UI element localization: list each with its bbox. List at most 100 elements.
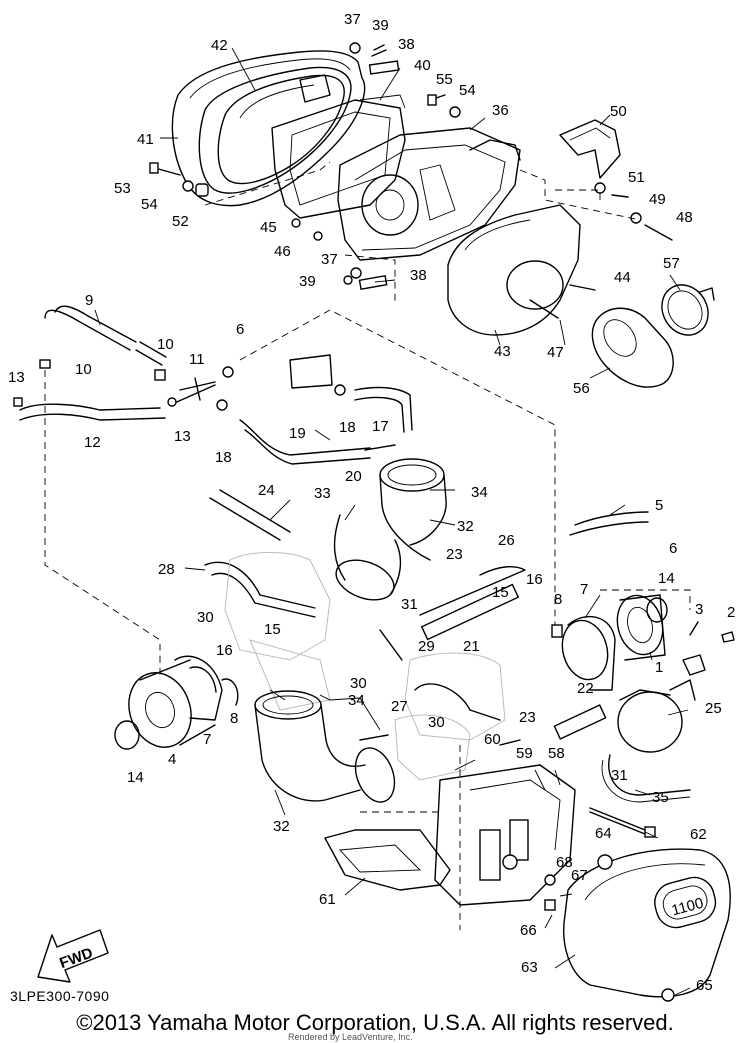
callout-label: 55 bbox=[436, 71, 453, 88]
joint-56-57 bbox=[591, 284, 715, 388]
callout-label: 15 bbox=[492, 584, 509, 601]
callout-label: 13 bbox=[8, 369, 25, 386]
callout-label: 66 bbox=[520, 922, 537, 939]
callout-label: 54 bbox=[141, 196, 158, 213]
air-cleaner-case-36 bbox=[337, 127, 521, 261]
callout-label: 27 bbox=[391, 698, 408, 715]
callout-label: 10 bbox=[157, 336, 174, 353]
callout-label: 10 bbox=[75, 361, 92, 378]
callout-label: 43 bbox=[494, 343, 511, 360]
callout-label: 32 bbox=[457, 518, 474, 535]
callout-label: 52 bbox=[172, 213, 189, 230]
callout-label: 14 bbox=[127, 769, 144, 786]
sensor-25 bbox=[601, 654, 706, 803]
top-hardware bbox=[149, 42, 673, 319]
callout-label: 34 bbox=[348, 692, 365, 709]
callout-label: 15 bbox=[264, 621, 281, 638]
callout-label: 50 bbox=[610, 103, 627, 120]
callout-label: 5 bbox=[655, 497, 663, 514]
callout-label: 47 bbox=[547, 344, 564, 361]
callout-label: 22 bbox=[577, 680, 594, 697]
catalog-code: 3LPE300-7090 bbox=[10, 988, 110, 1004]
callout-label: 58 bbox=[548, 745, 565, 762]
renderer-credit: Rendered by LeadVenture, Inc. bbox=[288, 1032, 413, 1042]
carburetor-ghost bbox=[224, 552, 506, 781]
callout-label: 8 bbox=[554, 591, 562, 608]
callout-label: 25 bbox=[705, 700, 722, 717]
callout-label: 26 bbox=[498, 532, 515, 549]
callout-label: 7 bbox=[203, 731, 211, 748]
callout-label: 63 bbox=[521, 959, 538, 976]
callout-label: 37 bbox=[321, 251, 338, 268]
callout-label: 62 bbox=[690, 826, 707, 843]
callout-label: 18 bbox=[215, 449, 232, 466]
callout-label: 32 bbox=[273, 818, 290, 835]
case-cover-43 bbox=[447, 204, 581, 336]
callout-label: 64 bbox=[595, 825, 612, 842]
callout-label: 1 bbox=[655, 659, 663, 676]
callout-label: 14 bbox=[658, 570, 675, 587]
callout-label: 28 bbox=[158, 561, 175, 578]
callout-label: 7 bbox=[580, 581, 588, 598]
callout-label: 53 bbox=[114, 180, 131, 197]
callout-label: 16 bbox=[216, 642, 233, 659]
callout-label: 6 bbox=[669, 540, 677, 557]
callout-label: 46 bbox=[274, 243, 291, 260]
callout-label: 44 bbox=[614, 269, 631, 286]
bracket-50 bbox=[559, 119, 621, 179]
callout-label: 31 bbox=[611, 767, 628, 784]
callout-label: 13 bbox=[174, 428, 191, 445]
callout-numbers: 37 39 38 42 40 55 54 36 50 41 53 54 52 4… bbox=[8, 11, 735, 994]
callout-label: 38 bbox=[398, 36, 415, 53]
intake-joint-lower-32 bbox=[254, 690, 396, 803]
callout-label: 59 bbox=[516, 745, 533, 762]
carb-joint-right bbox=[551, 594, 735, 691]
callout-label: 54 bbox=[459, 82, 476, 99]
callout-label: 38 bbox=[410, 267, 427, 284]
callout-label: 8 bbox=[230, 710, 238, 727]
callout-label: 30 bbox=[350, 675, 367, 692]
callout-label: 51 bbox=[628, 169, 645, 186]
callout-label: 6 bbox=[236, 321, 244, 338]
callout-label: 23 bbox=[446, 546, 463, 563]
callout-label: 37 bbox=[344, 11, 361, 28]
callout-label: 9 bbox=[85, 292, 93, 309]
callout-label: 49 bbox=[649, 191, 666, 208]
hoses bbox=[13, 305, 649, 721]
callout-label: 12 bbox=[84, 434, 101, 451]
cover-badge: 1100 bbox=[670, 895, 706, 920]
callout-label: 29 bbox=[418, 638, 435, 655]
callout-label: 30 bbox=[428, 714, 445, 731]
reference-lines bbox=[44, 161, 691, 930]
callout-label: 24 bbox=[258, 482, 275, 499]
long-bolts bbox=[379, 583, 656, 838]
callout-label: 57 bbox=[663, 255, 680, 272]
callout-label: 3 bbox=[695, 601, 703, 618]
callout-label: 65 bbox=[696, 977, 713, 994]
callout-label: 41 bbox=[137, 131, 154, 148]
callout-label: 68 bbox=[556, 854, 573, 871]
bracket-61 bbox=[324, 829, 451, 891]
copyright-notice: ©2013 Yamaha Motor Corporation, U.S.A. A… bbox=[76, 1010, 674, 1035]
callout-label: 20 bbox=[345, 468, 362, 485]
callout-label: 2 bbox=[727, 604, 735, 621]
leader-lines bbox=[94, 47, 691, 996]
callout-label: 61 bbox=[319, 891, 336, 908]
fwd-label: FWD bbox=[57, 944, 95, 972]
callout-label: 17 bbox=[372, 418, 389, 435]
callout-label: 21 bbox=[463, 638, 480, 655]
fwd-arrow-icon: FWD bbox=[37, 929, 109, 983]
callout-label: 4 bbox=[168, 751, 176, 768]
callout-label: 42 bbox=[211, 37, 228, 54]
callout-label: 30 bbox=[197, 609, 214, 626]
callout-label: 48 bbox=[676, 209, 693, 226]
callout-label: 19 bbox=[289, 425, 306, 442]
callout-label: 67 bbox=[571, 867, 588, 884]
callout-label: 23 bbox=[519, 709, 536, 726]
callout-label: 18 bbox=[339, 419, 356, 436]
callout-label: 33 bbox=[314, 485, 331, 502]
callout-label: 34 bbox=[471, 484, 488, 501]
callout-label: 45 bbox=[260, 219, 277, 236]
side-plate-58-59 bbox=[434, 764, 576, 906]
